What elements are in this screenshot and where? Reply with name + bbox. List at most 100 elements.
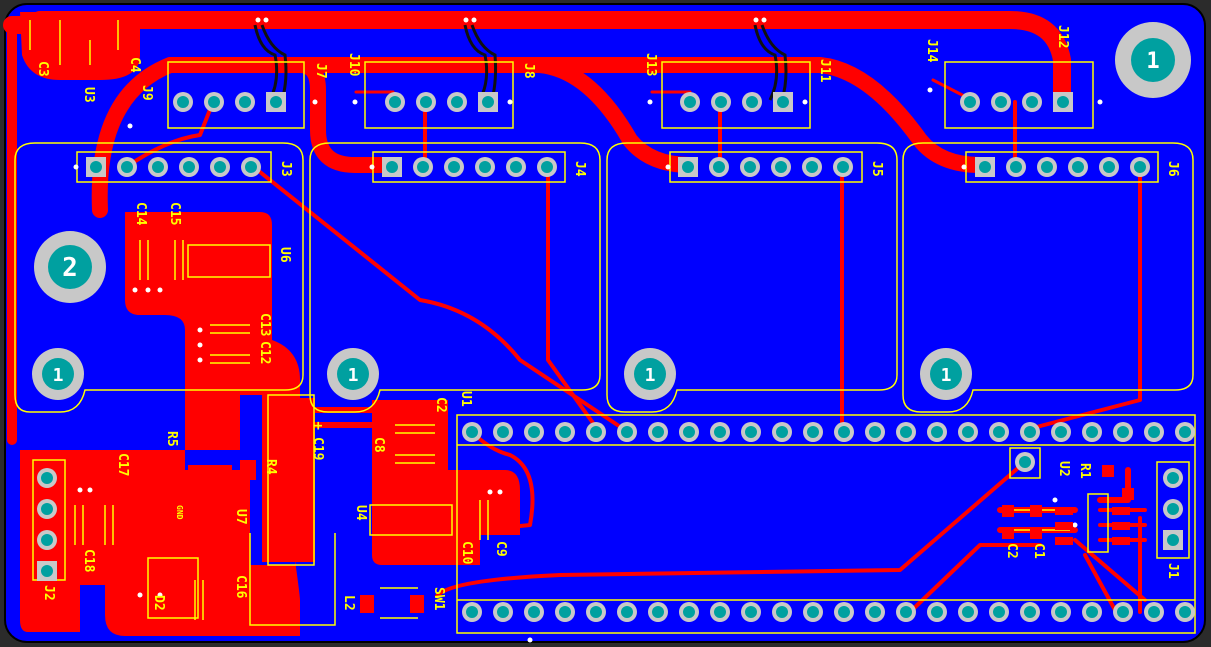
j2-pin	[37, 468, 57, 488]
mcu-pin	[1020, 602, 1040, 622]
via	[471, 17, 477, 23]
header-pin	[711, 92, 731, 112]
header-pin	[385, 92, 405, 112]
smd-pad	[1055, 507, 1073, 515]
mounting-holes: 1 2 1 1 1 1	[32, 22, 1191, 400]
label-c16: C16	[233, 575, 248, 599]
mcu-pin	[1175, 422, 1195, 442]
mcu-pin	[1113, 602, 1133, 622]
via	[369, 164, 375, 170]
label-j11: J11	[817, 59, 832, 83]
mcu-pin	[586, 422, 606, 442]
mcu-pin	[772, 602, 792, 622]
header-pin	[478, 92, 498, 112]
mcu-pin	[1082, 422, 1102, 442]
mcu-pin	[1144, 422, 1164, 442]
label-j14: J14	[924, 39, 939, 63]
header-pin	[382, 157, 402, 177]
header-pin	[1130, 157, 1150, 177]
header-pin	[241, 157, 261, 177]
j1-pin	[1163, 530, 1183, 550]
via	[137, 592, 143, 598]
j2-pin	[37, 530, 57, 550]
bottom-wires	[253, 24, 788, 101]
header-pin	[771, 157, 791, 177]
via	[761, 17, 767, 23]
label-j1: J1	[1165, 563, 1180, 579]
header-pin	[179, 157, 199, 177]
smd-pad	[1122, 488, 1134, 500]
header-pin	[740, 157, 760, 177]
label-u6: U6	[277, 247, 292, 263]
label-c17: C17	[115, 453, 130, 476]
header-pin	[773, 92, 793, 112]
mcu-pin	[896, 602, 916, 622]
mcu-pin	[493, 422, 513, 442]
via	[157, 287, 163, 293]
mcu-pin	[834, 422, 854, 442]
via	[197, 357, 203, 363]
mcu-pin	[896, 422, 916, 442]
header-pin	[475, 157, 495, 177]
label-c3: C3	[35, 61, 50, 77]
label-c10: C10	[459, 541, 474, 565]
mcu-pin	[989, 602, 1009, 622]
via	[127, 123, 133, 129]
header-pin	[960, 92, 980, 112]
mcu-pin	[555, 422, 575, 442]
label-j7: J7	[313, 63, 328, 79]
header-pin	[1099, 157, 1119, 177]
label-j6: J6	[1165, 161, 1180, 177]
mounting-hole-left-big: 2	[34, 231, 106, 303]
mcu-pin	[1051, 602, 1071, 622]
smd-pads	[150, 465, 1134, 613]
mcu-pin	[462, 422, 482, 442]
label-u7: U7	[233, 509, 248, 525]
smd-pad	[1002, 527, 1014, 539]
header-pin	[991, 92, 1011, 112]
label-l2: L2	[341, 595, 356, 611]
mcu-pin	[741, 602, 761, 622]
via	[197, 342, 203, 348]
via	[802, 99, 808, 105]
mcu-pin	[493, 602, 513, 622]
mcu-pin	[1020, 422, 1040, 442]
label-c2-lower: C2	[1004, 543, 1019, 559]
mcu-pin	[679, 602, 699, 622]
mounting-hole-label: 1	[1146, 49, 1159, 74]
mcu-pin	[617, 602, 637, 622]
smd-pad	[205, 535, 225, 543]
label-sw1: SW1	[431, 587, 446, 611]
mcu-pin	[772, 422, 792, 442]
label-c19: C19	[310, 437, 325, 460]
via	[1072, 522, 1078, 528]
label-j12: J12	[1055, 25, 1070, 48]
via	[527, 637, 533, 643]
header-pin	[117, 157, 137, 177]
mcu-pin	[803, 422, 823, 442]
j2-pin	[37, 499, 57, 519]
via	[497, 489, 503, 495]
smd-pad	[1055, 522, 1073, 530]
header-pin	[444, 157, 464, 177]
mcu-pin	[989, 422, 1009, 442]
label-c14: C14	[133, 202, 148, 226]
label-j2: J2	[41, 585, 56, 601]
mcu-pin	[524, 602, 544, 622]
header-pin	[204, 92, 224, 112]
smd-pad	[1112, 522, 1130, 530]
mounting-hole-label: 1	[941, 365, 952, 386]
mcu-pin	[927, 422, 947, 442]
via	[927, 87, 933, 93]
smd-pad	[410, 595, 424, 613]
mcu-pin	[710, 602, 730, 622]
via	[312, 99, 318, 105]
u7-chip-marking: GND	[175, 505, 184, 520]
smd-pad	[1030, 505, 1042, 517]
label-c8: C8	[371, 437, 386, 453]
header-pin	[413, 157, 433, 177]
via	[132, 287, 138, 293]
header-pin	[1022, 92, 1042, 112]
j1-pin	[1163, 468, 1183, 488]
